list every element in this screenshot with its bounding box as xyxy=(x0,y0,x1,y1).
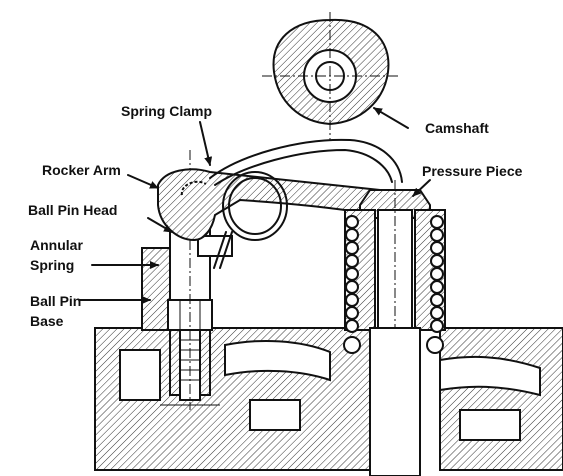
spring-coil xyxy=(345,319,359,333)
spring-coil xyxy=(345,267,359,281)
pressure-piece-leader xyxy=(412,179,431,197)
label-annular: Annular xyxy=(30,237,83,253)
spring-coil xyxy=(430,319,444,333)
spring-coil xyxy=(430,267,444,281)
spring-coil xyxy=(430,280,444,294)
spring-coil xyxy=(430,241,444,255)
spring-coil xyxy=(345,241,359,255)
spring-clamp xyxy=(209,138,403,269)
spring-coil xyxy=(430,306,444,320)
camshaft-leader xyxy=(373,107,409,129)
label-pressure-piece: Pressure Piece xyxy=(422,163,523,179)
valve-spring xyxy=(344,180,446,476)
spring-coil xyxy=(345,280,359,294)
label-base: Base xyxy=(30,313,64,329)
spring-coil xyxy=(430,293,444,307)
ball-pin-head-leader xyxy=(147,217,173,233)
spring-coil xyxy=(345,293,359,307)
spring-clamp-leader xyxy=(199,121,213,166)
cylinder-head xyxy=(94,327,563,471)
rocker-arm-leader xyxy=(127,174,159,189)
spring-coil xyxy=(430,215,444,229)
spring-coil xyxy=(430,228,444,242)
label-ball-pin-head: Ball Pin Head xyxy=(28,202,117,218)
ball-pin-assembly xyxy=(141,150,233,410)
spring-coil xyxy=(430,254,444,268)
rocker-arm xyxy=(157,168,407,242)
label-rocker-arm: Rocker Arm xyxy=(42,162,121,178)
camshaft xyxy=(262,12,400,140)
spring-coil xyxy=(345,254,359,268)
label-camshaft: Camshaft xyxy=(425,120,489,136)
valve-seal xyxy=(343,336,444,354)
spring-coil xyxy=(345,306,359,320)
spring-coil xyxy=(345,215,359,229)
label-ball-pin: Ball Pin xyxy=(30,293,81,309)
valve-spring-coils xyxy=(345,215,444,333)
label-spring-clamp: Spring Clamp xyxy=(121,103,212,119)
label-spring: Spring xyxy=(30,257,74,273)
spring-coil xyxy=(345,228,359,242)
